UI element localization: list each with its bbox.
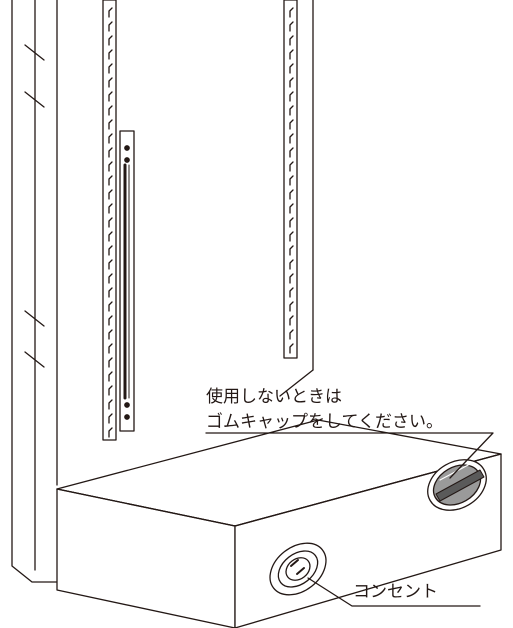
rail-slot (289, 63, 294, 74)
rail-slot (108, 147, 113, 158)
rail-slot (108, 7, 113, 18)
rail-slot (108, 357, 113, 368)
rail-slot (108, 63, 113, 74)
rail-slot (289, 105, 294, 116)
rail-slot (108, 427, 113, 438)
rail-slot (289, 133, 294, 144)
wall-bracket (119, 130, 135, 432)
rail-slot (289, 35, 294, 46)
rail-slot (108, 245, 113, 256)
rail-slot (289, 315, 294, 326)
rail-slot (108, 217, 113, 228)
rail-slot (108, 203, 113, 214)
leader-lines (205, 432, 494, 607)
rail-slot (289, 147, 294, 158)
rubber-cap-callout-line2: ゴムキャップをしてください。 (206, 412, 443, 432)
rail-slot (289, 77, 294, 88)
rail-slot (289, 343, 294, 354)
rail-slot (108, 231, 113, 242)
rail-slot (289, 273, 294, 284)
rail-slot (289, 175, 294, 186)
rail-slot (108, 273, 113, 284)
rail-slot (108, 343, 113, 354)
rail-slot (289, 259, 294, 270)
rail-slot (289, 203, 294, 214)
left-side-panel (11, 0, 58, 583)
power-outlet (269, 542, 327, 596)
rail-slot (108, 413, 113, 424)
rail-slot (289, 161, 294, 172)
rail-slot (108, 189, 113, 200)
rail-slot (289, 91, 294, 102)
rail-slot (289, 189, 294, 200)
rail-slot (289, 287, 294, 298)
rail-slot (108, 287, 113, 298)
back-wall-edge (279, 0, 314, 397)
rail-slot (289, 21, 294, 32)
outlet-callout-label: コンセント (353, 582, 438, 602)
rail-slot (108, 77, 113, 88)
rail-slot (289, 245, 294, 256)
shelf-rail-right (283, 0, 298, 359)
rail-slot (108, 301, 113, 312)
rail-slot (289, 49, 294, 60)
rail-slot (108, 175, 113, 186)
rail-slot (108, 371, 113, 382)
rail-slot (108, 21, 113, 32)
rail-slot (108, 91, 113, 102)
rail-slot (108, 49, 113, 60)
rail-slot (108, 329, 113, 340)
rail-slot (108, 105, 113, 116)
rail-slot (289, 301, 294, 312)
rail-slot (108, 161, 113, 172)
rail-slot (108, 133, 113, 144)
rail-slot (108, 315, 113, 326)
rail-slot (108, 259, 113, 270)
rail-slot (289, 119, 294, 130)
rail-slot (108, 399, 113, 410)
rail-slot (108, 119, 113, 130)
rail-slot (289, 231, 294, 242)
rail-slot (289, 329, 294, 340)
rubber-cap-callout-line1: 使用しないときは (206, 387, 342, 407)
rail-slot (289, 217, 294, 228)
rail-slot (108, 35, 113, 46)
rubber-capped-outlet (427, 459, 487, 511)
shelf-rail-left (102, 0, 117, 441)
rail-slot (289, 7, 294, 18)
rail-slot (108, 385, 113, 396)
